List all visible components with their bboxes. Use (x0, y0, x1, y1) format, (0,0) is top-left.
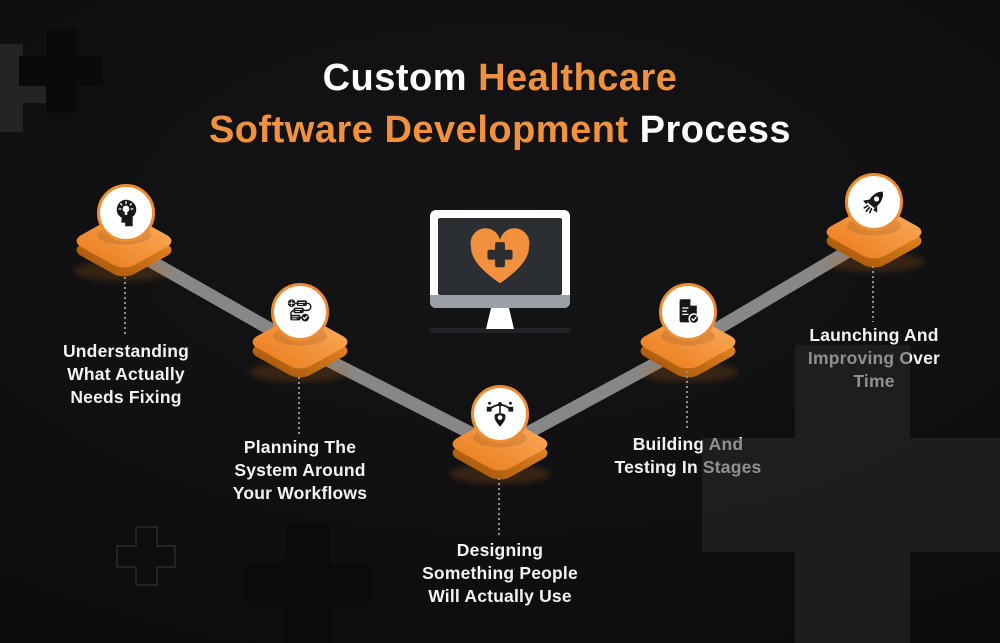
step-label-line: Needs Fixing (70, 387, 182, 407)
step-label-line: What Actually (67, 364, 185, 384)
dotted-connector (124, 277, 126, 337)
step-label-line: Building And (632, 434, 744, 454)
step-label-line: Launching And (809, 325, 939, 345)
title-custom: Custom (322, 57, 468, 99)
dotted-connector (498, 478, 500, 536)
step-label-5: Launching And Improving Over Time (764, 324, 984, 393)
step-icon-badge (471, 385, 529, 443)
title-healthcare: Healthcare (478, 57, 678, 99)
step-label-line: Testing In Stages (614, 457, 762, 477)
heart-plus-icon (470, 227, 530, 283)
monitor-heart-plus-icon (424, 208, 576, 336)
title-line-2: Software Development Process (0, 104, 1000, 156)
workflow-gear-check-icon (287, 299, 312, 322)
pen-tool-icon (486, 401, 514, 427)
step-label-line: Will Actually Use (428, 586, 572, 606)
monitor-frame (430, 210, 570, 308)
title-process: Process (639, 109, 792, 151)
monitor-stand (486, 308, 514, 329)
step-icon-badge (97, 184, 155, 242)
step-label-line: Designing (456, 540, 544, 560)
step-icon-badge (271, 283, 329, 341)
step-label-line: Planning The (243, 437, 357, 457)
step-label-line: Time (853, 371, 895, 391)
step-icon-badge (845, 173, 903, 231)
monitor-bezel-strip (430, 295, 570, 308)
step-label-line: Something People (422, 563, 578, 583)
head-lightbulb-icon (116, 199, 137, 227)
step-label-line: Improving Over (807, 348, 941, 368)
step-label-1: Understanding What Actually Needs Fixing (16, 340, 236, 409)
plus-shape-bottomleft-outline (116, 526, 176, 586)
monitor-screen (438, 218, 562, 295)
step-icon-badge (659, 283, 717, 341)
dotted-connector (686, 371, 688, 429)
plus-shape-topleft-dark (19, 29, 103, 113)
step-label-line: Your Workflows (232, 483, 368, 503)
step-label-3: Designing Something People Will Actually… (390, 539, 610, 608)
step-label-2: Planning The System Around Your Workflow… (190, 436, 410, 505)
plus-shape-bottomcenter-subtle (246, 523, 370, 643)
title-line-1: Custom Healthcare (0, 52, 1000, 104)
page-title: Custom Healthcare Software Development P… (0, 52, 1000, 156)
document-check-icon (679, 299, 700, 325)
step-label-4: Building And Testing In Stages (578, 433, 798, 479)
monitor-base (429, 328, 571, 333)
orange-platform (250, 315, 350, 382)
rocket-icon (863, 191, 884, 214)
step-label-line: Understanding (62, 341, 190, 361)
dotted-connector (298, 377, 300, 434)
title-software-development: Software Development (208, 109, 629, 151)
step-label-line: System Around (234, 460, 366, 480)
dotted-connector (872, 266, 874, 322)
plus-shape-topleft-light (0, 44, 52, 132)
